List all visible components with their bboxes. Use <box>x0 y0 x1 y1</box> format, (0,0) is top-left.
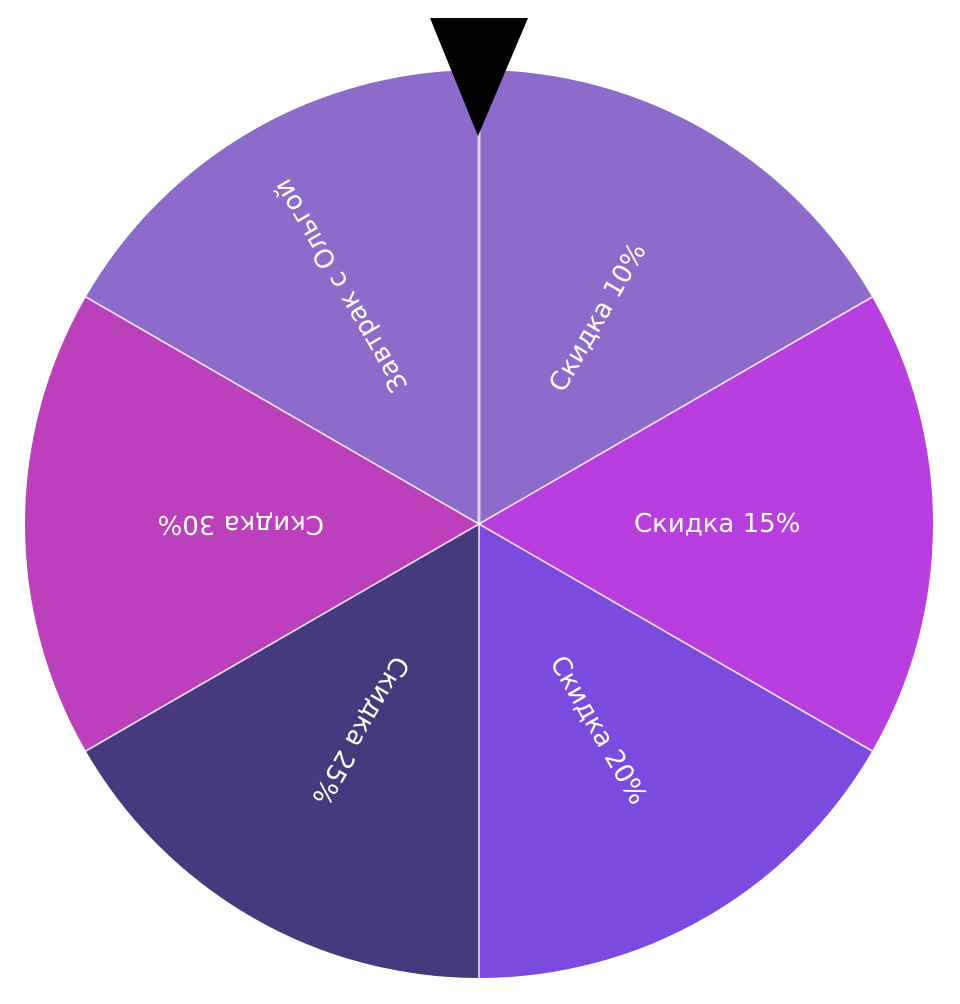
wheel-segment <box>479 70 873 524</box>
wheel-segment <box>25 297 479 751</box>
segment-label: Скидка 30% <box>158 509 324 539</box>
segment-divider <box>85 523 480 752</box>
wheel-segment <box>479 524 873 978</box>
segment-divider <box>478 523 873 752</box>
pointer-triangle-icon <box>430 18 528 136</box>
wheel-segment <box>85 70 479 524</box>
wheel-segments <box>25 70 933 978</box>
wheel-segment <box>479 297 933 751</box>
segment-divider <box>85 296 480 525</box>
segment-label: Скидка 15% <box>634 509 800 539</box>
wheel-segment <box>85 524 479 978</box>
segment-divider <box>478 296 873 525</box>
wheel-dividers <box>85 70 873 978</box>
